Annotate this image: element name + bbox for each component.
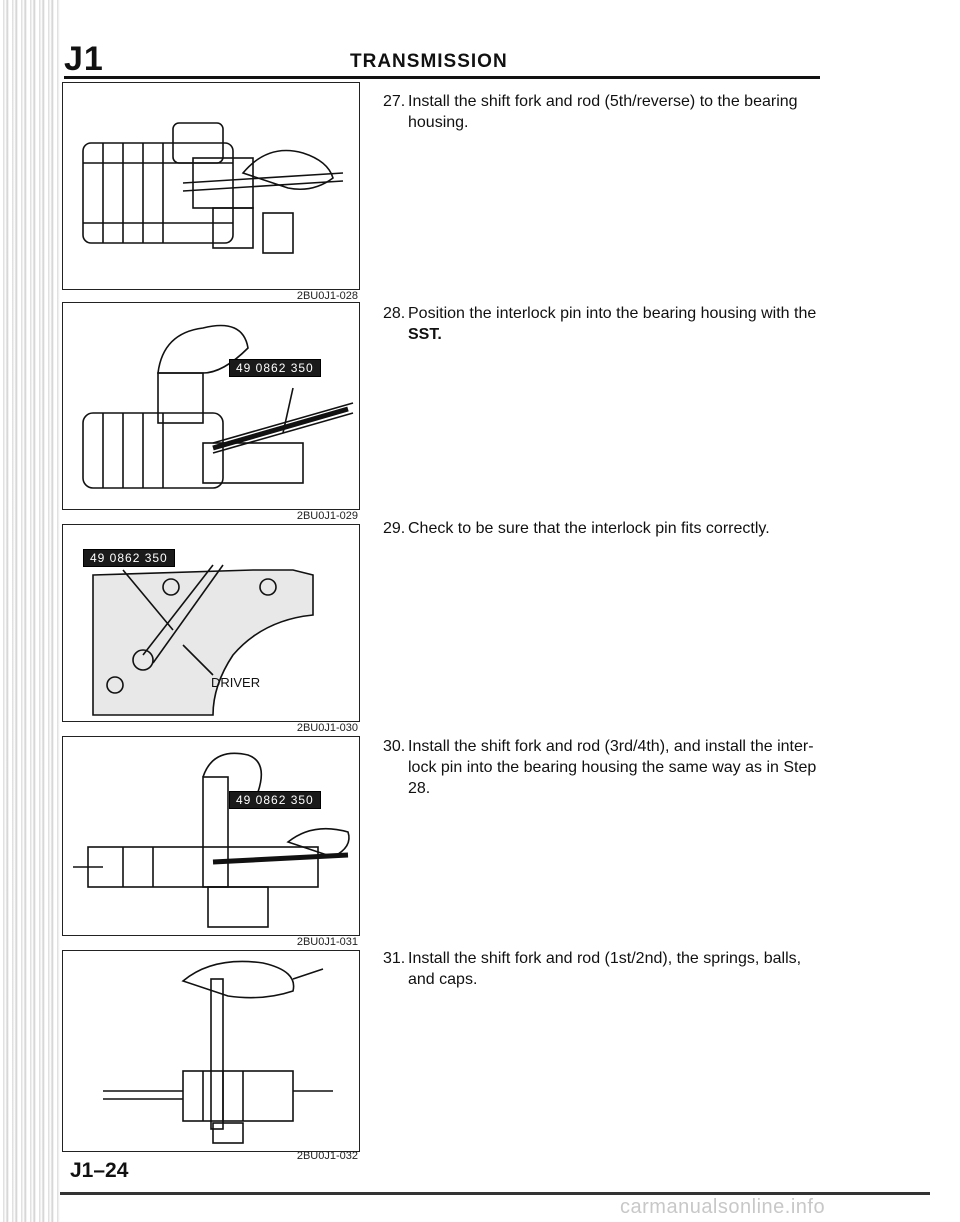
sst-tool-label: 49 0862 350	[229, 791, 321, 809]
transmission-illustration	[82, 122, 344, 254]
sst-emphasis: SST.	[408, 326, 442, 343]
figure-shift-fork-1st-2nd	[62, 950, 360, 1152]
page-number: J1–24	[70, 1159, 129, 1182]
figure-code: 2BU0J1-028	[296, 290, 358, 302]
step-number: 29.	[383, 520, 406, 537]
header-rule	[64, 76, 820, 79]
figure-code: 2BU0J1-031	[296, 936, 358, 948]
step-number: 27.	[383, 93, 406, 110]
sst-tool-label: 49 0862 350	[83, 549, 175, 567]
figure-shift-fork-3rd-4th: 49 0862 350	[62, 736, 360, 936]
step-text: Position the interlock pin into the bear…	[408, 303, 828, 345]
step-number: 30.	[383, 738, 406, 755]
section-code: J1	[64, 40, 104, 78]
step-text: Install the shift fork and rod (5th/reve…	[408, 93, 798, 131]
sst-tool-label: 49 0862 350	[229, 359, 321, 377]
driver-callout: DRIVER	[211, 675, 261, 690]
step-number: 31.	[383, 950, 406, 967]
step-text: Check to be sure that the interlock pin …	[408, 520, 770, 537]
binding-edge	[0, 0, 60, 1222]
transmission-illustration	[103, 960, 333, 1144]
figure-code: 2BU0J1-029	[296, 510, 358, 522]
figure-shift-fork-5th-reverse	[62, 82, 360, 290]
figure-code: 2BU0J1-030	[296, 722, 358, 734]
bearing-housing-illustration	[92, 564, 314, 716]
watermark: carmanualsonline.info	[620, 1196, 826, 1218]
step-text: Install the shift fork and rod (3rd/4th)…	[408, 738, 817, 797]
transmission-illustration	[82, 324, 354, 489]
step-text-main: Position the interlock pin into the bear…	[408, 305, 817, 322]
figure-code: 2BU0J1-032	[296, 1150, 358, 1162]
transmission-illustration	[73, 752, 350, 928]
footer-rule	[60, 1192, 930, 1195]
page-title: TRANSMISSION	[350, 51, 508, 72]
figure-interlock-pin-driver: 49 0862 350 DRIVER	[62, 524, 360, 722]
step-number: 28.	[383, 305, 406, 322]
figure-interlock-pin-sst: 49 0862 350	[62, 302, 360, 510]
step-text: Install the shift fork and rod (1st/2nd)…	[408, 950, 802, 988]
